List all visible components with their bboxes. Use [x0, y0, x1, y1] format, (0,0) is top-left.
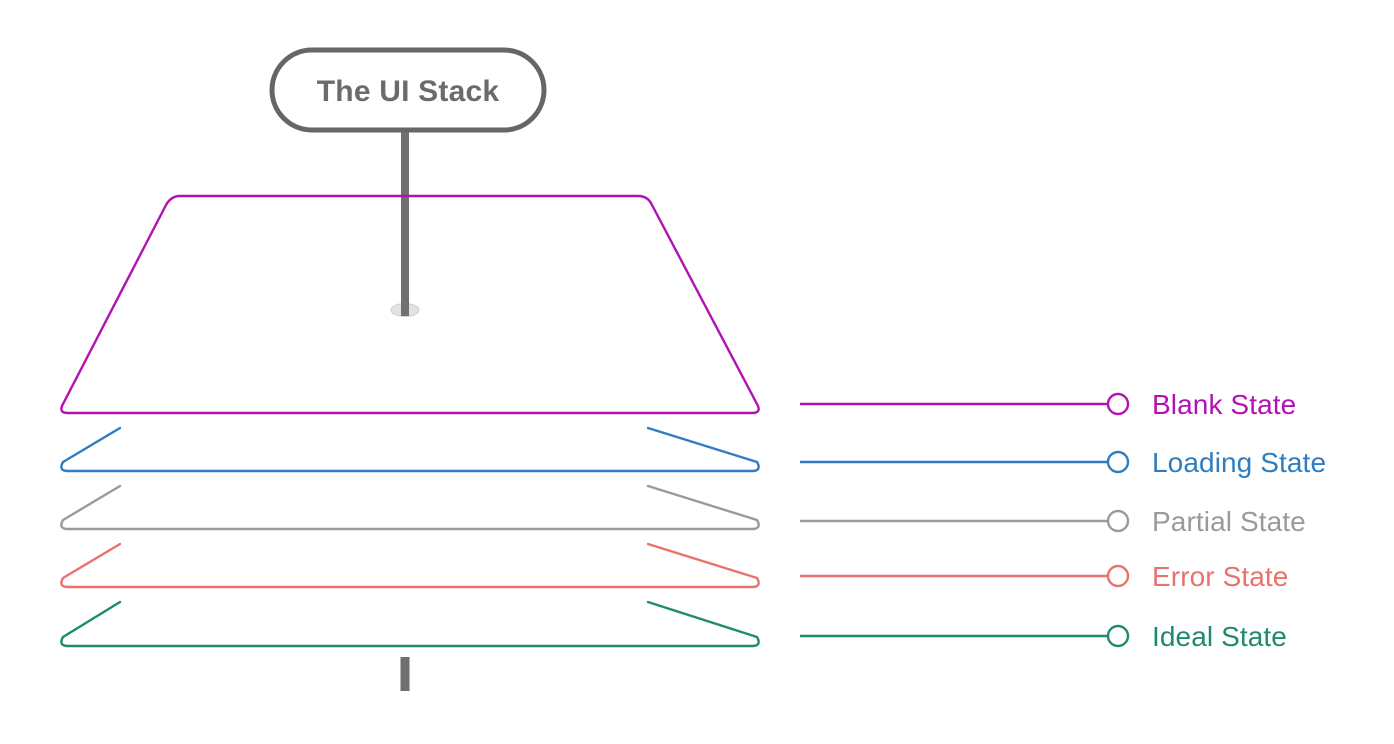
legend-label-error: Error State: [1152, 561, 1288, 592]
legend-item-blank[interactable]: Blank State: [800, 389, 1296, 420]
legend-label-blank: Blank State: [1152, 389, 1296, 420]
stack-layer-blank[interactable]: [60, 194, 760, 415]
legend-marker-error[interactable]: [1106, 564, 1130, 588]
legend-item-error[interactable]: Error State: [800, 561, 1288, 592]
legend-marker-partial[interactable]: [1106, 509, 1130, 533]
legend-item-ideal[interactable]: Ideal State: [800, 621, 1287, 652]
legend-item-partial[interactable]: Partial State: [800, 506, 1306, 537]
pole-group: [390, 122, 420, 317]
stack-layer-ideal[interactable]: [60, 600, 760, 648]
legend-marker-blank[interactable]: [1106, 392, 1130, 416]
legend-marker-ideal[interactable]: [1106, 624, 1130, 648]
stack-layer-loading[interactable]: [60, 426, 760, 473]
title-pill-label: The UI Stack: [317, 75, 500, 108]
legend-label-loading: Loading State: [1152, 447, 1326, 478]
stack-layer-partial[interactable]: [60, 484, 760, 531]
legend-item-loading[interactable]: Loading State: [800, 447, 1326, 478]
title-pill-outline[interactable]: [269, 47, 547, 133]
stack-layer-error[interactable]: [60, 542, 760, 589]
legend-marker-loading[interactable]: [1106, 450, 1130, 474]
legend-label-ideal: Ideal State: [1152, 621, 1287, 652]
legend-label-partial: Partial State: [1152, 506, 1306, 537]
title-pill-group[interactable]: The UI Stack: [269, 47, 547, 133]
